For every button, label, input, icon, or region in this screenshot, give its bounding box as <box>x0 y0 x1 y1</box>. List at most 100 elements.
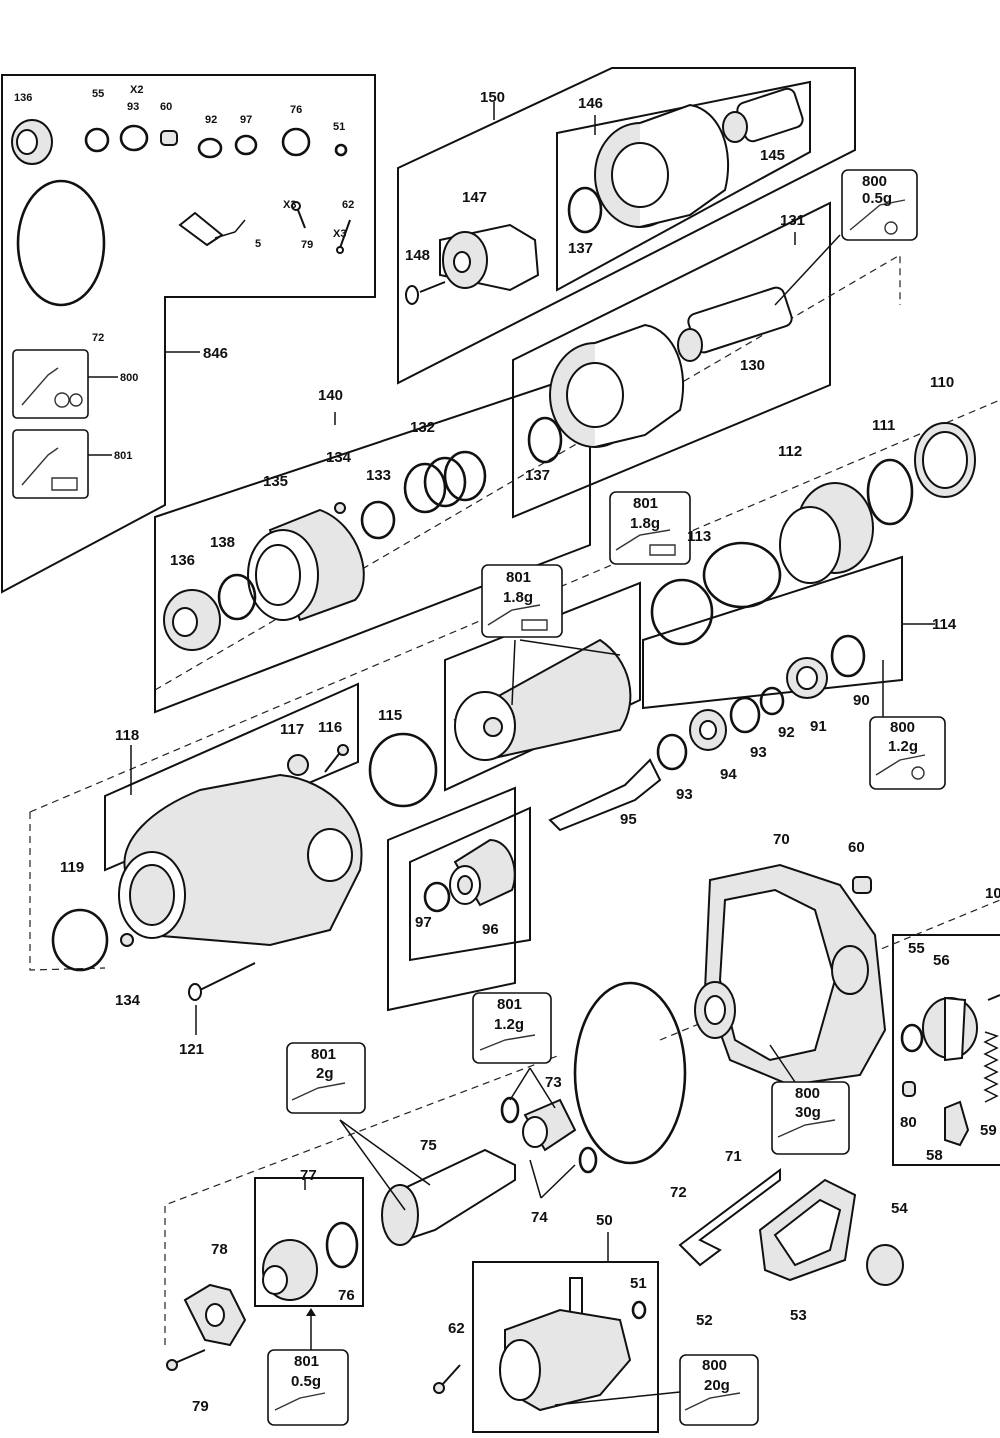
grease-tube-801-kit <box>21 447 78 491</box>
frame-150-chuck-kit <box>397 67 856 385</box>
o-ring-76-bearing <box>325 1221 359 1269</box>
callout-79-kit: 79 <box>301 239 313 251</box>
striker-95 <box>548 758 662 832</box>
callout-118: 118 <box>115 727 139 744</box>
callout-71: 71 <box>725 1148 742 1165</box>
grease-tube-801-2g <box>291 1082 346 1101</box>
callout-55-selector: 55 <box>908 940 925 957</box>
callout-97-kit: 97 <box>240 114 252 126</box>
callout-110: 110 <box>930 374 954 391</box>
grease-badge-labels: 800 0.5g 801 1.8g 801 1.8g 800 1.2g 801 … <box>291 173 918 1394</box>
callout-97-piston: 97 <box>415 914 432 931</box>
dashed-boundary-middle <box>29 812 106 971</box>
callout-116: 116 <box>318 719 342 736</box>
parts-chuck-150 <box>405 87 918 464</box>
callout-146: 146 <box>578 95 603 112</box>
grease-tube-800-12g <box>875 754 926 780</box>
callout-51-gear: 51 <box>630 1275 647 1292</box>
callout-51-kit: 51 <box>333 121 345 133</box>
callout-70: 70 <box>773 831 790 848</box>
callout-labels: 136 55 X2 93 60 92 97 76 51 X3 62 X3 5 7… <box>14 84 1000 1415</box>
callout-92-spindle: 92 <box>778 724 795 741</box>
callout-150: 150 <box>480 89 505 106</box>
gear-housing-118 <box>118 773 363 947</box>
screw-121 <box>188 962 256 1001</box>
badge-801-12g-code: 801 <box>497 996 522 1013</box>
circlip-137-upper <box>567 186 603 234</box>
grease-801-box-18g-b <box>481 564 563 638</box>
parts-spindle-114 <box>453 422 976 832</box>
parts-kit-846 <box>11 119 351 499</box>
callout-135: 135 <box>263 473 288 490</box>
o-ring-55-small <box>84 127 110 153</box>
seal-136-housing <box>163 589 221 651</box>
callout-79-clamp: 79 <box>192 1398 209 1415</box>
grease-tube-801-12g <box>479 1034 536 1051</box>
o-ring-74-a <box>500 1096 520 1124</box>
callout-112: 112 <box>778 443 802 460</box>
callout-131: 131 <box>780 212 805 229</box>
badge-800-05g-qty: 0.5g <box>862 190 892 207</box>
chuck-screw-148 <box>405 281 446 305</box>
frame-846-service-kit <box>1 74 376 594</box>
callout-x3-a: X3 <box>283 199 296 211</box>
frame-10-selector <box>892 934 1000 1166</box>
callout-60-housing: 60 <box>848 839 865 856</box>
spring-59 <box>983 1031 999 1103</box>
switch-58 <box>944 1100 970 1147</box>
callout-x3-b: X3 <box>333 228 346 240</box>
frame-131-collar <box>512 201 831 519</box>
callout-114: 114 <box>932 616 957 633</box>
callout-801-kit: 801 <box>114 450 132 462</box>
arrow-head <box>306 1308 316 1316</box>
screw-79-clamp <box>166 1349 206 1371</box>
callout-55-kit: 55 <box>92 88 104 100</box>
callout-58: 58 <box>926 1147 943 1164</box>
callout-62-gear: 62 <box>448 1320 465 1337</box>
badge-800-30g-qty: 30g <box>795 1104 821 1121</box>
selector-knob-56 <box>922 996 978 1062</box>
callout-113: 113 <box>687 528 711 545</box>
callout-52: 52 <box>696 1312 713 1329</box>
frame-146-collar <box>556 80 811 292</box>
bearing-77 <box>262 1239 318 1301</box>
tool-holder-130 <box>677 286 793 362</box>
callout-145: 145 <box>760 147 785 164</box>
screw-79-small <box>291 201 306 229</box>
callout-73: 73 <box>545 1074 562 1091</box>
badge-801-05g-code: 801 <box>294 1353 319 1370</box>
callout-130: 130 <box>740 357 765 374</box>
callout-95: 95 <box>620 811 637 828</box>
frame-96-piston <box>409 806 531 962</box>
grease-tube-801-18g-b <box>487 604 548 631</box>
grease-tube-800-20g <box>684 1392 741 1411</box>
spring-132 <box>403 450 487 514</box>
grease-801-box-kit <box>12 429 89 499</box>
o-ring-76-small <box>281 127 311 157</box>
badge-801-18g-a-qty: 1.8g <box>630 515 660 532</box>
spring-clip-5 <box>178 211 246 247</box>
grease-tube-801-05g <box>274 1392 326 1411</box>
cylinder-75 <box>381 1148 516 1246</box>
badge-801-18g-a-code: 801 <box>633 495 658 512</box>
screw-116 <box>324 744 349 773</box>
grease-801-box-05g <box>267 1349 349 1426</box>
o-ring-97-small <box>234 134 258 156</box>
callout-846: 846 <box>203 345 228 362</box>
dashed-boundary-lower <box>164 1054 561 1345</box>
washer-94 <box>689 709 727 751</box>
grease-tube-801-18g-a <box>615 529 676 556</box>
parts-piston-96 <box>423 838 516 913</box>
parts-gear-housing-118 <box>51 732 438 1035</box>
callout-75: 75 <box>420 1137 437 1154</box>
o-ring-51-small <box>334 143 348 157</box>
o-ring-51-gear <box>631 1300 647 1320</box>
callout-90: 90 <box>853 692 870 709</box>
callout-74: 74 <box>531 1209 548 1226</box>
badge-800-05g-code: 800 <box>862 173 887 190</box>
ball-134-lower <box>120 933 134 947</box>
keyless-chuck-147 <box>439 223 540 292</box>
callout-56: 56 <box>933 952 950 969</box>
callout-x2: X2 <box>130 84 143 96</box>
